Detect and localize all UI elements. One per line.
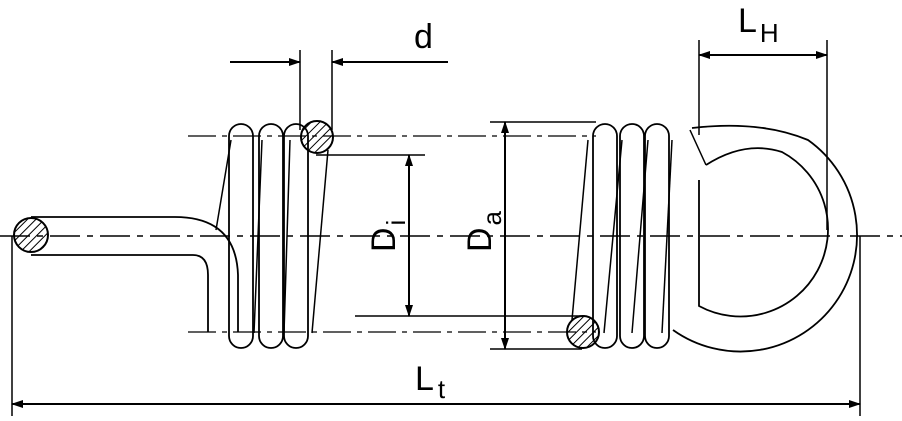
wire-section-bottom (566, 315, 600, 349)
label-d: d (414, 18, 433, 56)
wire-section-top (300, 120, 334, 154)
right-coil-group (571, 123, 673, 349)
left-coil-group (215, 123, 329, 349)
left-leg (31, 216, 239, 332)
label-di: Di (365, 220, 411, 252)
label-da: Da (461, 210, 507, 252)
right-hook (672, 124, 858, 353)
wire-section-left-end (13, 217, 49, 253)
